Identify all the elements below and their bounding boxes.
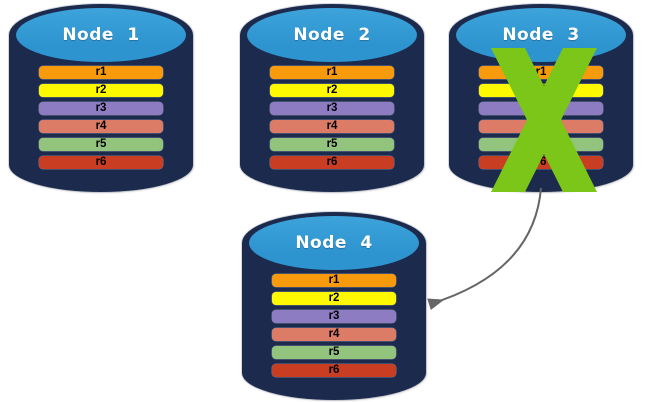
- rows-list: r1 r2 r3 r4 r5 r6: [270, 66, 394, 169]
- row-r1: r1: [272, 274, 396, 287]
- cylinder-top: Node 1: [16, 8, 186, 62]
- node-title: Node 2: [293, 25, 371, 45]
- row-r5: r5: [270, 138, 394, 151]
- cylinder-top: Node 3: [456, 8, 626, 62]
- row-r6: r6: [270, 156, 394, 169]
- node-title: Node 1: [62, 25, 140, 45]
- row-r5: r5: [39, 138, 163, 151]
- x-mark-icon: [491, 48, 597, 192]
- row-r6: r6: [39, 156, 163, 169]
- row-r3: r3: [270, 102, 394, 115]
- row-r6: r6: [272, 364, 396, 377]
- rows-list: r1 r2 r3 r4 r5 r6: [272, 274, 396, 377]
- node-title: Node 3: [502, 25, 580, 45]
- node-title: Node 4: [295, 233, 373, 253]
- row-r2: r2: [270, 84, 394, 97]
- cylinder-top: Node 4: [249, 216, 419, 270]
- row-r2: r2: [272, 292, 396, 305]
- arrow-path: [427, 187, 542, 311]
- row-r1: r1: [39, 66, 163, 79]
- node-2: Node 2 r1 r2 r3 r4 r5 r6: [240, 4, 424, 192]
- row-r4: r4: [39, 120, 163, 133]
- row-r4: r4: [272, 328, 396, 341]
- row-r1: r1: [270, 66, 394, 79]
- row-r3: r3: [272, 310, 396, 323]
- row-r5: r5: [272, 346, 396, 359]
- row-r4: r4: [270, 120, 394, 133]
- node-4: Node 4 r1 r2 r3 r4 r5 r6: [242, 212, 426, 400]
- rows-list: r1 r2 r3 r4 r5 r6: [39, 66, 163, 169]
- x-stroke: [491, 48, 597, 192]
- row-r2: r2: [39, 84, 163, 97]
- cylinder-top: Node 2: [247, 8, 417, 62]
- node-1: Node 1 r1 r2 r3 r4 r5 r6: [9, 4, 193, 192]
- row-r3: r3: [39, 102, 163, 115]
